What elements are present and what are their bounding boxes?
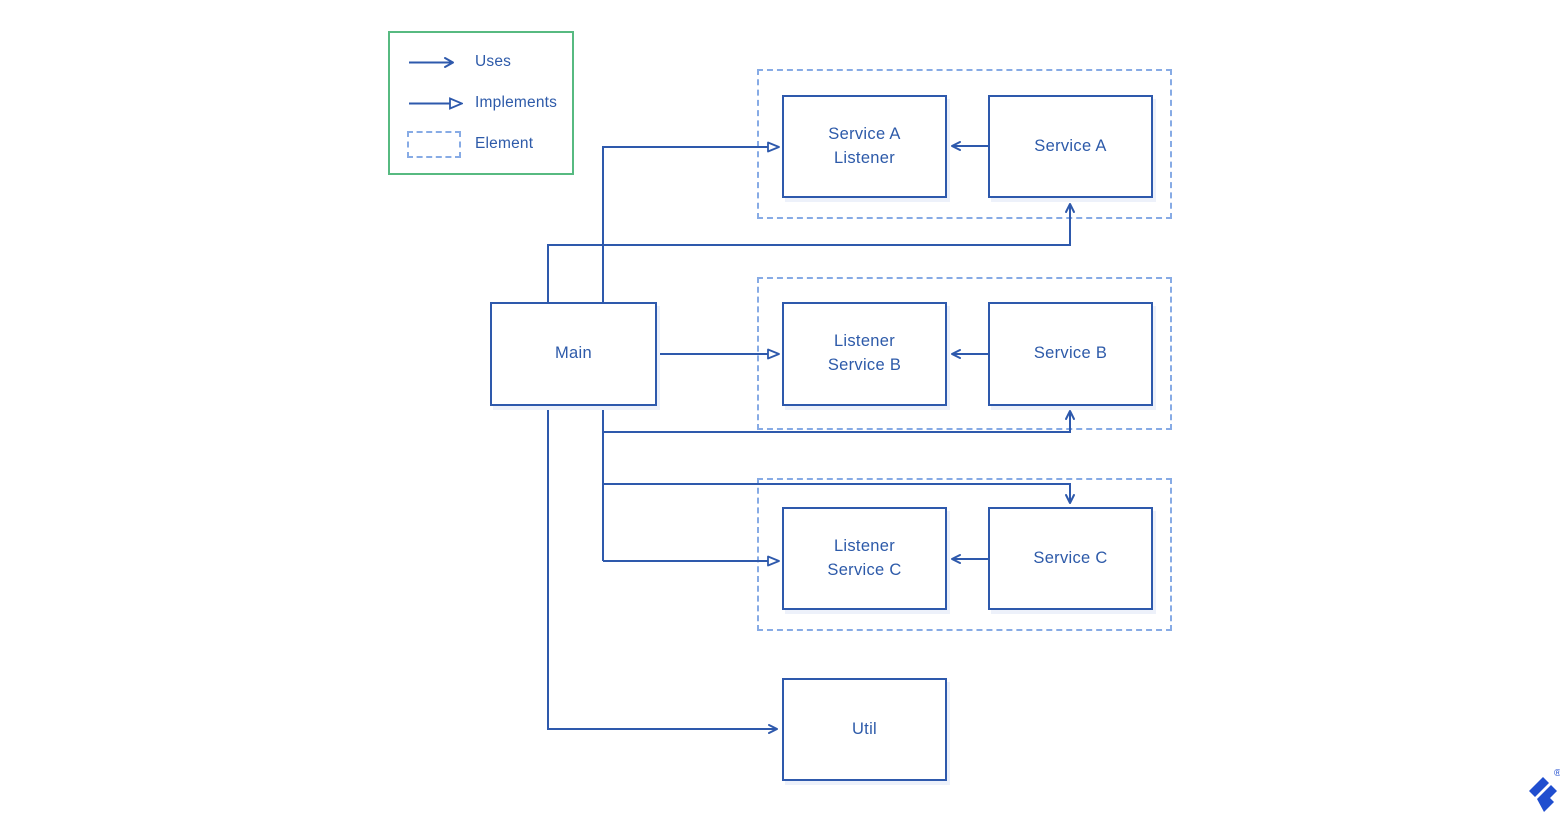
node-listener-service-b: Listener Service B xyxy=(782,302,947,406)
node-util: Util xyxy=(782,678,947,781)
registered-trademark-icon: ® xyxy=(1554,768,1560,779)
node-main: Main xyxy=(490,302,657,406)
node-service-a-listener: Service A Listener xyxy=(782,95,947,198)
legend-item-implements: Implements xyxy=(407,87,562,119)
node-main-label: Main xyxy=(555,344,592,363)
node-service-b: Service B xyxy=(988,302,1153,406)
node-service-c: Service C xyxy=(988,507,1153,610)
edge-main-uses-util xyxy=(547,406,778,734)
edge-main-uses-service-a xyxy=(547,203,1075,302)
node-service-a-label: Service A xyxy=(1034,136,1107,155)
edge-main-uses-service-c xyxy=(603,483,1075,504)
toptal-logo-stroke-top xyxy=(1529,777,1549,797)
toptal-logo: ® xyxy=(1526,766,1560,818)
implements-arrow-icon xyxy=(407,96,465,110)
node-service-a: Service A xyxy=(988,95,1153,198)
element-swatch-icon xyxy=(407,130,465,158)
node-service-a-listener-label: Service A Listener xyxy=(828,124,901,167)
legend-label-element: Element xyxy=(475,135,534,152)
legend-label-implements: Implements xyxy=(475,94,558,111)
legend-item-uses: Uses xyxy=(407,46,562,78)
legend: Uses Implements Element xyxy=(388,31,574,175)
node-listener-service-b-label: Listener Service B xyxy=(827,332,902,374)
uses-arrow-icon xyxy=(407,56,465,69)
group-service-c-element xyxy=(757,478,1172,631)
legend-label-uses: Uses xyxy=(475,53,512,70)
edge-main-uses-service-b xyxy=(603,410,1075,433)
toptal-logo-stroke-bottom xyxy=(1537,785,1557,812)
node-listener-service-c-label: Listener Service C xyxy=(827,536,902,579)
group-service-a-element xyxy=(757,69,1172,219)
node-service-b-label: Service B xyxy=(1033,344,1108,363)
legend-item-element: Element xyxy=(407,128,562,160)
edge-main-implements-service-a-listener xyxy=(602,141,780,302)
node-util-label: Util xyxy=(851,719,878,738)
node-service-c-label: Service C xyxy=(1033,548,1108,567)
node-listener-service-c: Listener Service C xyxy=(782,507,947,610)
